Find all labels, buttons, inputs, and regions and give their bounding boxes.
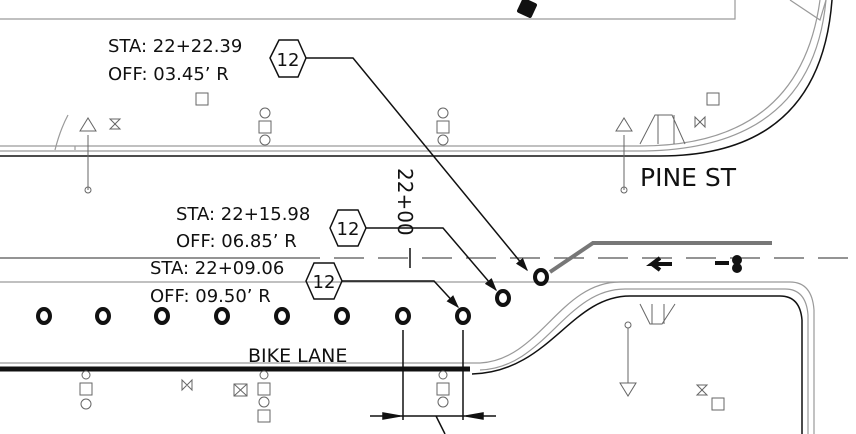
station-label: 22+00 <box>393 168 417 236</box>
building-corner <box>789 0 827 21</box>
callout-sta: STA: 22+15.98 <box>176 204 310 225</box>
north-curb <box>0 0 833 157</box>
utility-symbols <box>79 92 725 423</box>
south-curb <box>0 281 815 434</box>
lane-label: BIKE LANE <box>248 345 347 367</box>
callout-off: OFF: 03.45’ R <box>108 64 229 85</box>
callout-sta: STA: 22+22.39 <box>108 36 242 57</box>
dimension <box>370 330 496 434</box>
callout-tag: 12 <box>277 50 300 71</box>
direction-arrow-icon <box>646 256 672 272</box>
callout: STA: 22+15.98 OFF: 06.85’ R 12 <box>176 204 497 292</box>
callout-off: OFF: 09.50’ R <box>150 286 271 307</box>
callout: STA: 22+09.06 OFF: 09.50’ R 12 <box>150 258 460 309</box>
street-name: PINE ST <box>640 163 737 192</box>
callout-tag: 12 <box>337 219 360 240</box>
bollards <box>36 268 549 325</box>
callout: STA: 22+22.39 OFF: 03.45’ R 12 <box>108 36 528 272</box>
sign-icon <box>517 0 537 18</box>
bike-lane-line <box>548 241 772 274</box>
building-outline <box>0 0 736 20</box>
callout-sta: STA: 22+09.06 <box>150 258 284 279</box>
callout-tag: 12 <box>313 272 336 293</box>
callout-off: OFF: 06.85’ R <box>176 231 297 252</box>
bicycle-icon <box>715 255 742 273</box>
